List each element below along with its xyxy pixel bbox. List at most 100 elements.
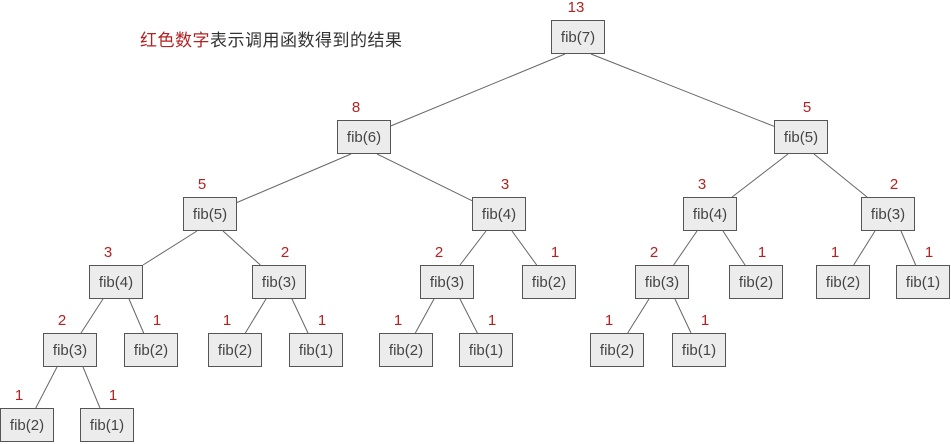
tree-node: fib(2) <box>208 333 262 367</box>
node-result-value: 1 <box>222 312 232 329</box>
tree-node: fib(5) <box>183 197 237 231</box>
tree-edge <box>390 53 566 127</box>
tree-node: fib(2) <box>379 333 433 367</box>
node-result-value: 5 <box>802 99 812 116</box>
tree-node: fib(3) <box>861 197 915 231</box>
node-label: fib(5) <box>192 205 228 223</box>
tree-node: fib(2) <box>522 265 576 299</box>
node-result-value: 3 <box>103 244 113 261</box>
node-result-value: 13 <box>567 0 585 16</box>
tree-edge <box>222 230 261 266</box>
tree-edge <box>291 298 309 334</box>
tree-edge <box>674 298 692 334</box>
tree-node: fib(2) <box>124 333 178 367</box>
tree-edge <box>722 230 746 266</box>
tree-edge <box>813 153 868 198</box>
node-result-value: 1 <box>393 312 403 329</box>
tree-node: fib(1) <box>896 265 950 299</box>
tree-node: fib(5) <box>774 120 828 154</box>
tree-edge <box>459 230 487 266</box>
node-result-value: 1 <box>830 244 840 261</box>
node-label: fib(7) <box>560 28 596 46</box>
tree-node: fib(2) <box>590 333 644 367</box>
node-result-value: 2 <box>889 176 899 193</box>
node-label: fib(5) <box>783 128 819 146</box>
node-result-value: 1 <box>108 387 118 404</box>
node-result-value: 3 <box>697 176 707 193</box>
tree-edge <box>590 53 775 127</box>
tree-node: fib(4) <box>472 197 526 231</box>
legend: 红色数字表示调用函数得到的结果 <box>140 26 403 51</box>
tree-edge <box>673 230 698 266</box>
node-label: fib(2) <box>738 273 774 291</box>
node-label: fib(3) <box>870 205 906 223</box>
tree-edge <box>511 230 538 266</box>
tree-edge <box>459 298 478 334</box>
node-result-value: 2 <box>434 244 444 261</box>
node-result-value: 3 <box>500 176 510 193</box>
node-label: fib(2) <box>388 341 424 359</box>
tree-node: fib(3) <box>252 265 306 299</box>
tree-node: fib(4) <box>89 265 143 299</box>
node-label: fib(1) <box>298 341 334 359</box>
node-result-value: 2 <box>649 244 659 261</box>
node-label: fib(2) <box>9 416 45 434</box>
tree-edge <box>80 298 104 334</box>
tree-node: fib(7) <box>551 20 605 54</box>
node-label: fib(1) <box>89 416 125 434</box>
tree-node: fib(2) <box>729 265 783 299</box>
node-label: fib(2) <box>599 341 635 359</box>
tree-edge <box>128 298 145 334</box>
node-label: fib(4) <box>692 205 728 223</box>
node-result-value: 1 <box>924 244 934 261</box>
node-result-value: 5 <box>197 176 207 193</box>
tree-node: fib(6) <box>337 120 391 154</box>
node-result-value: 1 <box>317 312 327 329</box>
node-label: fib(3) <box>644 273 680 291</box>
tree-edge <box>244 298 267 334</box>
node-label: fib(1) <box>905 273 941 291</box>
node-label: fib(6) <box>346 128 382 146</box>
legend-highlight: 红色数字 <box>140 31 210 50</box>
tree-edge <box>731 153 789 198</box>
tree-edge <box>414 298 435 334</box>
node-result-value: 2 <box>280 244 290 261</box>
node-result-value: 1 <box>604 312 614 329</box>
node-label: fib(2) <box>825 273 861 291</box>
node-result-value: 2 <box>57 312 67 329</box>
tree-node: fib(1) <box>459 333 513 367</box>
node-label: fib(1) <box>468 341 504 359</box>
tree-edge <box>376 153 473 202</box>
tree-edge <box>900 230 917 266</box>
node-result-value: 1 <box>700 312 710 329</box>
tree-edge <box>627 298 650 334</box>
node-result-value: 1 <box>550 244 560 261</box>
node-label: fib(3) <box>429 273 465 291</box>
tree-node: fib(1) <box>289 333 343 367</box>
node-result-value: 8 <box>351 99 361 116</box>
node-label: fib(2) <box>217 341 253 359</box>
node-result-value: 1 <box>757 244 767 261</box>
legend-text: 表示调用函数得到的结果 <box>210 31 403 50</box>
tree-edge <box>142 230 198 266</box>
tree-edge <box>82 366 101 409</box>
tree-node: fib(2) <box>816 265 870 299</box>
node-label: fib(3) <box>52 341 88 359</box>
node-result-value: 1 <box>152 312 162 329</box>
node-result-value: 1 <box>14 387 24 404</box>
tree-node: fib(3) <box>43 333 97 367</box>
tree-node: fib(1) <box>672 333 726 367</box>
tree-node: fib(3) <box>635 265 689 299</box>
tree-node: fib(4) <box>683 197 737 231</box>
node-label: fib(4) <box>98 273 134 291</box>
tree-edge <box>35 366 58 409</box>
node-label: fib(3) <box>261 273 297 291</box>
node-label: fib(2) <box>133 341 169 359</box>
tree-edge <box>236 153 352 203</box>
node-label: fib(1) <box>681 341 717 359</box>
tree-node: fib(2) <box>0 408 54 442</box>
tree-edge <box>853 230 876 266</box>
node-label: fib(2) <box>531 273 567 291</box>
